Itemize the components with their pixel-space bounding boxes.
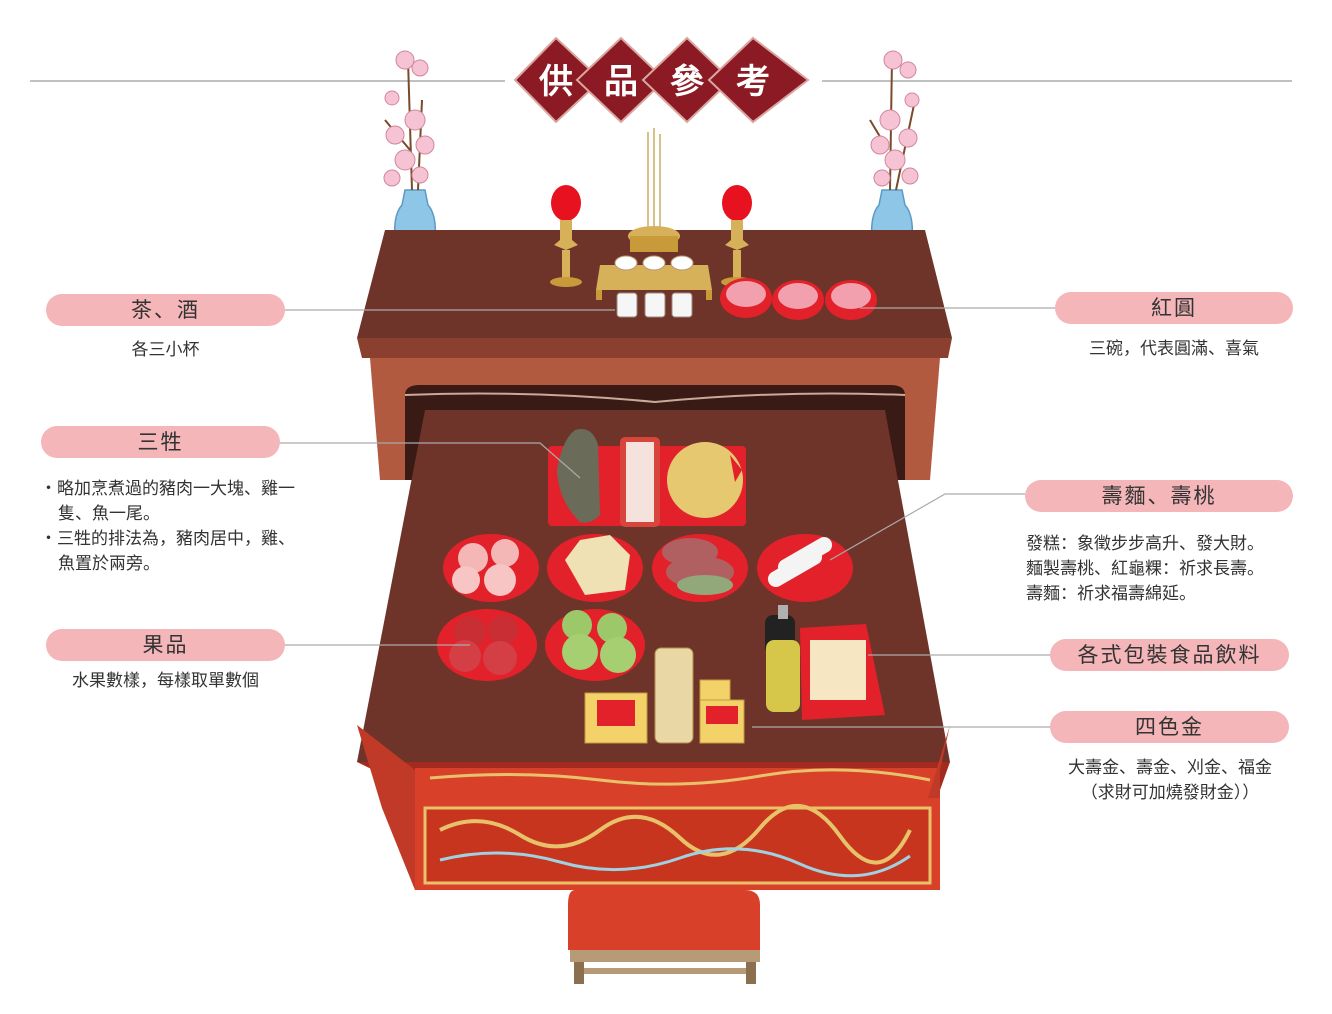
label-shoumian: 壽麵、壽桃	[1025, 480, 1293, 512]
desc-fruit: 水果數樣，每樣取單數個	[72, 671, 259, 691]
wine-cups	[616, 292, 693, 318]
label-sisejin: 四色金	[1050, 711, 1289, 743]
hongyuan-bowls	[720, 278, 877, 320]
title-char-4: 考	[736, 62, 770, 102]
title-char-2: 品	[604, 62, 638, 102]
desc-sisejin-line: 大壽金、壽金、刈金、福金	[1068, 758, 1272, 778]
title-char-3: 參	[670, 62, 705, 102]
stool	[568, 890, 760, 984]
offering-plates-row2	[437, 609, 645, 681]
candle-left	[550, 185, 582, 287]
title-banner: 供 品 參 考	[513, 36, 810, 124]
offering-plates-row1	[443, 534, 853, 602]
desc-sansheng-line: 隻、魚一尾。	[58, 504, 160, 524]
packaged-food	[765, 605, 885, 720]
label-packaged: 各式包裝食品飲料	[1050, 639, 1289, 671]
tea-stand	[596, 255, 712, 300]
title-char-1: 供	[538, 62, 573, 102]
desc-sansheng-line: ・三牲的排法為，豬肉居中，雞、	[40, 529, 295, 549]
label-fruit: 果品	[46, 629, 285, 661]
incense-burner	[628, 128, 680, 252]
desc-shoumian: 發糕：象徵步步高升、發大財。 麵製壽桃、紅龜粿：祈求長壽。 壽麵：祈求福壽綿延。	[1026, 532, 1322, 607]
sansheng-tray	[548, 429, 746, 527]
leader-lines	[280, 307, 1055, 728]
label-tea-wine: 茶、酒	[46, 294, 285, 326]
desc-shoumian-line: 麵製壽桃、紅龜粿：祈求長壽。	[1026, 559, 1264, 579]
leader-shoumian	[829, 493, 1025, 561]
desc-hongyuan: 三碗，代表圓滿、喜氣	[1089, 339, 1259, 359]
leader-sansheng	[280, 442, 581, 479]
desc-shoumian-line: 壽麵：祈求福壽綿延。	[1026, 584, 1196, 604]
desc-sansheng-line: ・略加烹煮過的豬肉一大塊、雞一	[40, 479, 295, 499]
desc-sansheng: ・略加烹煮過的豬肉一大塊、雞一 隻、魚一尾。 ・三牲的排法為，豬肉居中，雞、 魚…	[40, 477, 350, 577]
desc-sisejin: 大壽金、壽金、刈金、福金 （求財可加燒發財金））	[1020, 756, 1320, 806]
desc-shoumian-line: 發糕：象徵步步高升、發大財。	[1026, 534, 1264, 554]
desc-sansheng-line: 魚置於兩旁。	[58, 554, 160, 574]
desc-tea-wine: 各三小杯	[131, 340, 200, 360]
sisejin-paper	[584, 647, 745, 744]
label-sansheng: 三牲	[41, 426, 280, 458]
label-hongyuan: 紅圓	[1055, 292, 1293, 324]
desc-sisejin-line: （求財可加燒發財金））	[1080, 783, 1260, 803]
